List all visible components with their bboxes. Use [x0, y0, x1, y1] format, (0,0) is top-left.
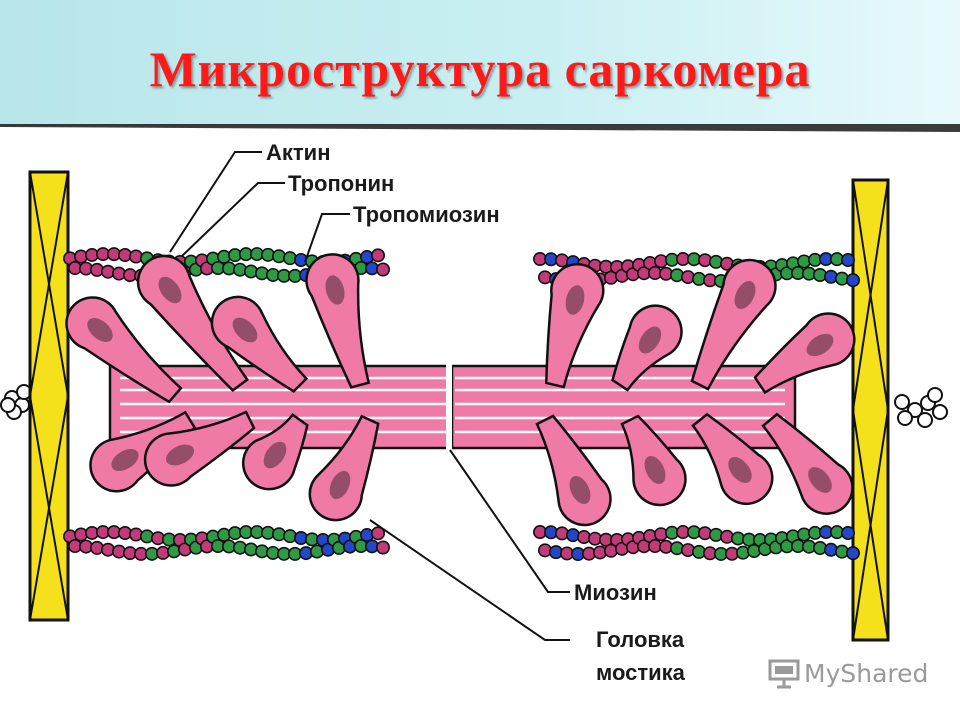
myosin-head: [143, 410, 256, 487]
m-line-gap: [446, 360, 452, 454]
actin-bead: [370, 248, 385, 263]
actin-bead: [375, 540, 390, 555]
actin-bead: [840, 526, 855, 541]
label-tropomyosin: Тропомиозин: [353, 202, 500, 227]
label-troponin: Тропонин: [288, 171, 394, 196]
myosin-head: [544, 263, 605, 389]
label-leader-lines: [169, 151, 570, 641]
myosin-head-speckle: [806, 333, 834, 357]
myosin-head: [753, 312, 856, 395]
myosin-head-speckle: [734, 280, 756, 310]
title-banner: [0, 0, 960, 126]
myosin-head-speckle: [263, 441, 287, 469]
myosin-head: [308, 414, 380, 522]
myosin-head-speckle: [87, 318, 113, 342]
myosin-head-speckle: [728, 457, 752, 483]
chain-bead: [927, 387, 943, 403]
myosin-head-speckle: [644, 455, 666, 485]
myosin-head-speckle: [165, 444, 195, 466]
myosin-filament: [65, 253, 856, 527]
myosin-head-speckle: [329, 470, 351, 500]
actin-bead: [845, 546, 860, 561]
myosin-head-speckle: [325, 275, 345, 305]
page-title: Микроструктура саркомера: [149, 41, 811, 97]
myosin-head-speckle: [158, 276, 182, 304]
myosin-head-speckle: [569, 475, 591, 505]
presentation-icon: [768, 659, 800, 689]
chain-bead: [917, 412, 933, 428]
watermark-text: MyShared: [804, 658, 929, 688]
chain-bead: [932, 404, 948, 420]
label-bridge-head-2: мостика: [596, 660, 686, 685]
actin-bead: [845, 273, 860, 288]
myosin-head-speckle: [565, 285, 585, 315]
myosin-head-speckle: [232, 317, 258, 343]
label-myosin: Миозин: [574, 580, 657, 605]
chain-bead: [0, 397, 16, 413]
z-discs: [28, 170, 890, 642]
myosin-head-speckle: [808, 467, 832, 493]
label-bridge-head-1: Головка: [596, 627, 685, 652]
actin-bead: [375, 262, 390, 277]
left-chain: [0, 384, 32, 420]
myosin-head-speckle: [638, 326, 662, 354]
chain-bead: [894, 394, 910, 410]
label-actin: Актин: [266, 140, 331, 165]
watermark: MyShared: [767, 656, 928, 690]
chain-bead: [897, 410, 913, 426]
actin-bottom-left: [62, 525, 390, 561]
left-chain-decor: [0, 384, 32, 420]
myosin-head: [305, 253, 371, 389]
z-disc-left: [28, 170, 70, 622]
z-disc-right: [851, 178, 890, 642]
banner-shadow: [0, 124, 960, 132]
right-chain: [894, 387, 948, 428]
actin-bead: [840, 253, 855, 268]
myosin-head-speckle: [111, 449, 139, 471]
myosin-head: [761, 412, 854, 515]
myosin-head: [535, 414, 612, 527]
actin-bead: [370, 526, 385, 541]
actin-bottom-right: [532, 525, 860, 561]
right-chain-decor: [894, 387, 948, 428]
